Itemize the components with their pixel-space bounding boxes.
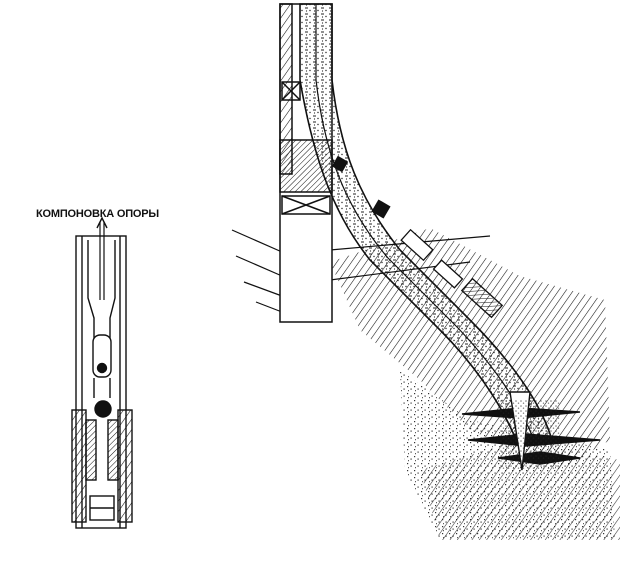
packer-x: [281, 195, 331, 215]
packer-black-1: [331, 155, 349, 173]
tool-body-lower: [460, 277, 504, 319]
lower-body-right-hatch: [117, 409, 133, 523]
support-assembly-figure: [71, 216, 133, 529]
rod-arrow: [96, 216, 108, 229]
inner-sleeve-right: [107, 419, 119, 481]
tool-body-mid: [432, 259, 464, 289]
wellbore-figure: [231, 3, 620, 540]
centralizer-x-upper: [281, 81, 301, 101]
fracture-stipple: [500, 400, 560, 470]
large-ball: [94, 400, 112, 418]
inner-sleeve-left: [85, 419, 97, 481]
lower-body-left-hatch: [71, 409, 87, 523]
packer-x-box: [281, 195, 331, 215]
formation-bottom: [420, 440, 620, 540]
tool-body-upper: [400, 228, 434, 262]
packer-black-2: [371, 199, 391, 219]
centralizer-upper: [281, 81, 301, 101]
support-assembly-caption: КОМПОНОВКА ОПОРЫ: [36, 208, 159, 220]
small-ball: [96, 362, 108, 374]
